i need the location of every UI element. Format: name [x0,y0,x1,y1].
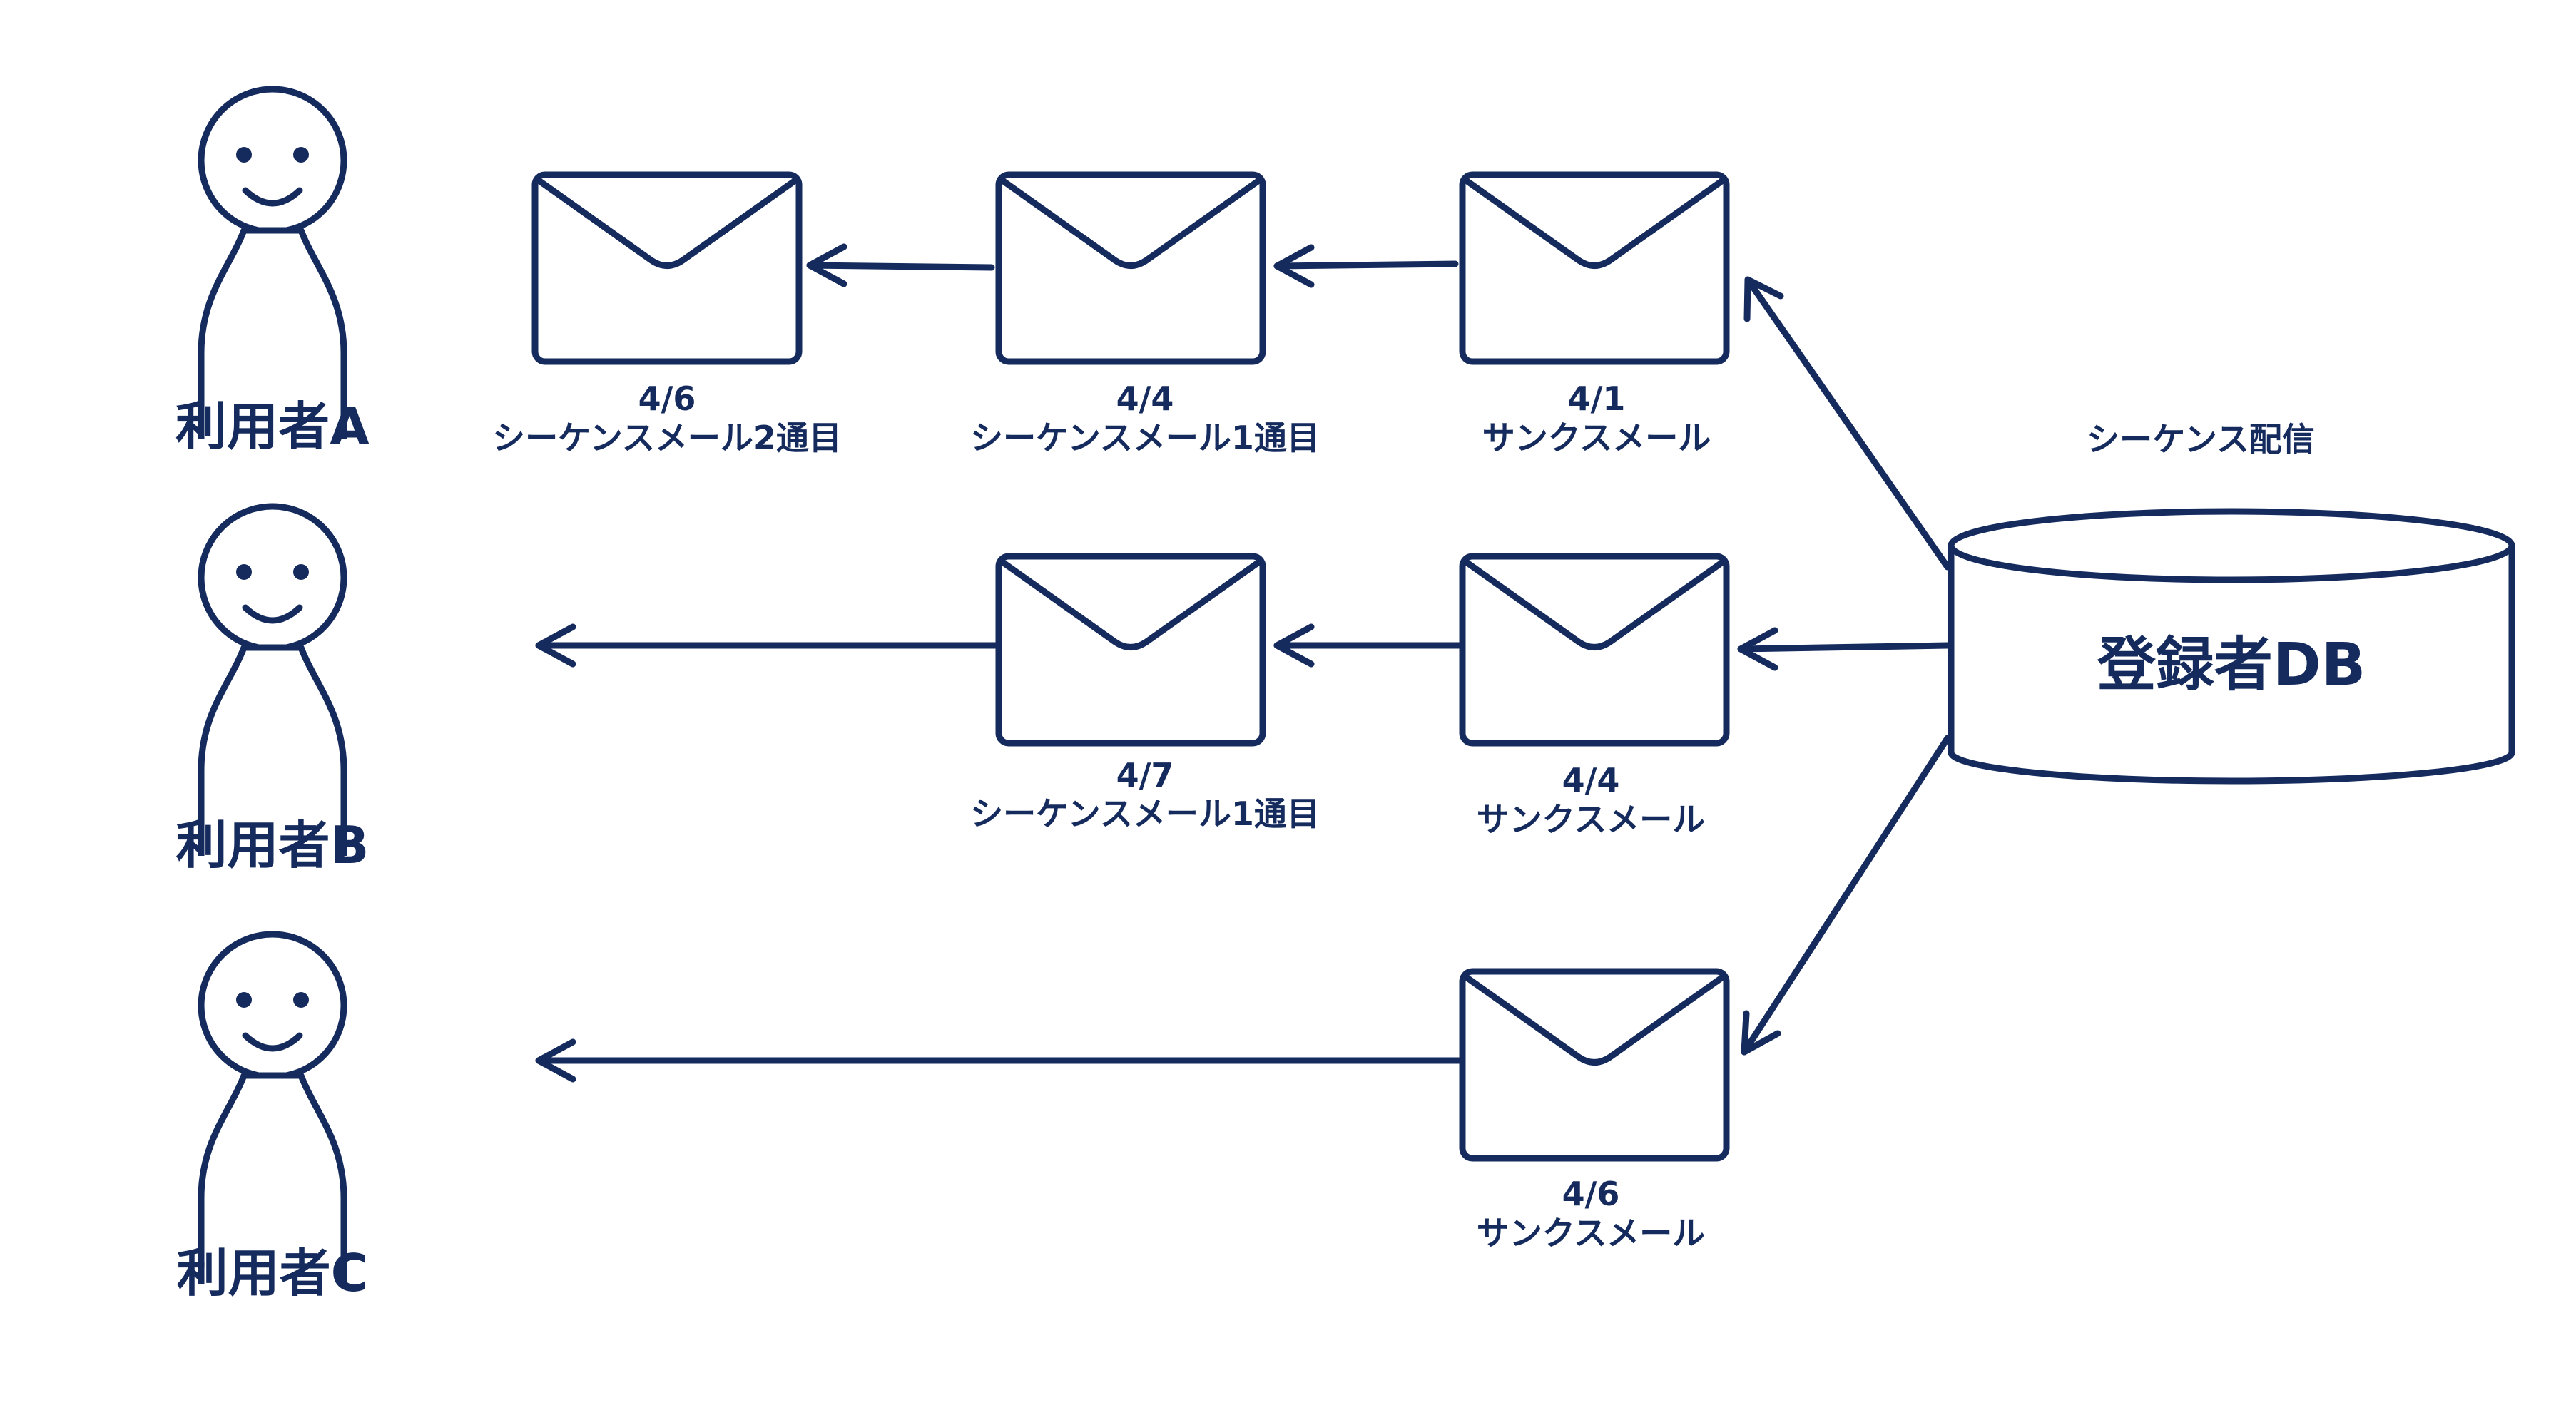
envelope-icon [999,556,1263,743]
user-b: 利用者B [176,506,370,875]
person-icon [201,506,344,856]
mail-a1: 4/1 サンクスメール [1462,175,1726,457]
mail-c1: 4/6 サンクスメール [1462,971,1726,1252]
db-label: 登録者DB [2097,631,2366,699]
arrow-a2-to-a3 [1273,247,1459,285]
mail-a2: 4/4 シーケンスメール1通目 [970,175,1320,457]
mail-name: シーケンスメール1通目 [970,795,1320,833]
envelope-icon [535,175,799,362]
envelope-icon [1462,556,1726,743]
envelope-icon [999,175,1263,362]
mail-name: サンクスメール [1482,419,1711,457]
arrow-db-to-b1 [1737,630,1951,668]
sequence-delivery-label: シーケンス配信 [2087,420,2315,459]
mail-date: 4/4 [1562,761,1620,800]
envelope-icon [1462,971,1726,1158]
mail-date: 4/4 [1116,379,1174,418]
arrow-c1-to-user-c [535,1042,1462,1079]
mail-name: サンクスメール [1477,1214,1706,1252]
mail-date: 4/6 [638,379,696,418]
user-c-label: 利用者C [177,1243,369,1303]
mail-name: シーケンスメール1通目 [970,419,1320,457]
mail-date: 4/6 [1562,1175,1620,1213]
person-icon [201,89,344,439]
person-icon [201,934,344,1284]
envelope-icon [1462,175,1726,362]
database-cylinder-icon [1948,508,2515,785]
arrow-db-to-a1 [1743,276,1951,571]
mail-date: 4/1 [1568,379,1626,418]
registrant-db: 登録者DB [1948,508,2515,785]
mail-name: シーケンスメール2通目 [492,419,842,457]
mail-date: 4/7 [1116,756,1174,795]
arrow-b2-to-user-b [535,627,999,664]
user-c: 利用者C [177,934,369,1303]
user-b-label: 利用者B [176,815,370,875]
arrow-db-to-c1 [1741,735,1951,1056]
mail-name: サンクスメール [1477,800,1706,839]
user-a-label: 利用者A [175,397,370,456]
mail-a3: 4/6 シーケンスメール2通目 [492,175,842,457]
arrow-b1-to-b2 [1273,627,1462,664]
arrow-a3-to-user-a [806,247,995,284]
mail-b2: 4/7 シーケンスメール1通目 [970,556,1320,833]
user-a: 利用者A [175,89,370,456]
mail-b1: 4/4 サンクスメール [1462,556,1726,839]
